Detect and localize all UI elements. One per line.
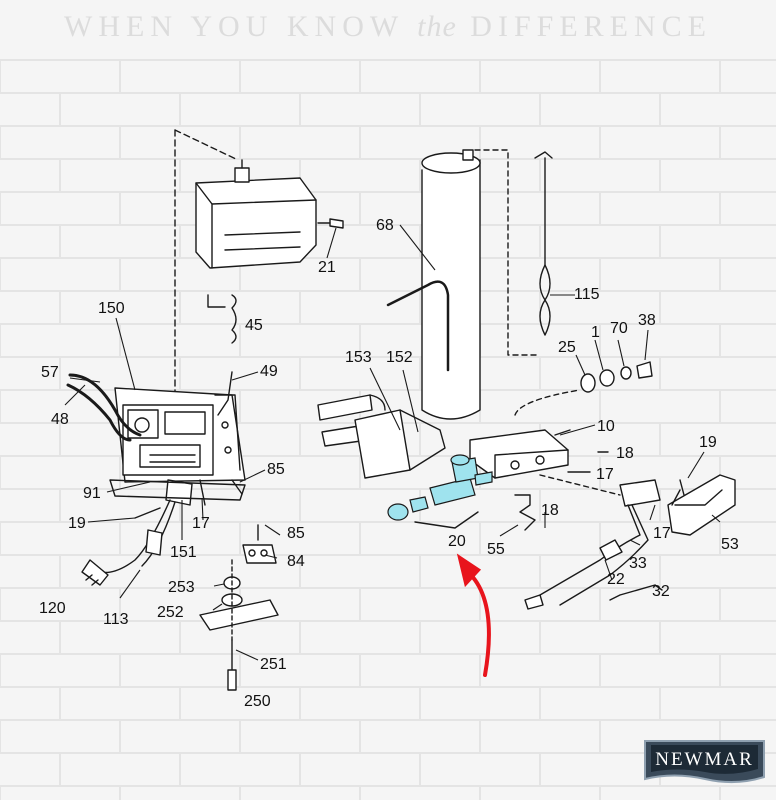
label-45: 45	[245, 317, 263, 334]
wire-57	[68, 373, 142, 437]
screw-left-19	[134, 507, 161, 519]
label-120: 120	[39, 600, 66, 617]
bolt-38	[636, 361, 653, 379]
sensor-68	[386, 280, 450, 372]
control-board-part	[114, 387, 246, 483]
label-153: 153	[345, 349, 372, 366]
label-38: 38	[638, 312, 656, 329]
label-33: 33	[629, 555, 647, 572]
screw-85-top	[231, 479, 243, 495]
label-19-left: 19	[68, 515, 86, 532]
label-70: 70	[610, 320, 628, 337]
thermocouple-part	[524, 479, 661, 610]
label-252: 252	[157, 604, 184, 621]
label-20: 20	[448, 533, 466, 550]
tagline-after: DIFFERENCE	[470, 10, 712, 43]
screw-19-right	[679, 479, 685, 496]
heat-shield-part	[667, 474, 736, 536]
tagline-the: the	[417, 10, 457, 43]
dashed-right-group	[539, 474, 621, 496]
dashed-loop-115	[474, 149, 541, 356]
washer-1	[599, 369, 615, 387]
label-85-mid: 85	[287, 525, 305, 542]
washer-70	[620, 366, 632, 380]
newmar-logo-text: NEWMAR	[655, 749, 754, 770]
anode-rod-part	[534, 151, 553, 336]
newmar-logo	[644, 740, 765, 783]
label-68: 68	[376, 217, 394, 234]
label-150: 150	[98, 300, 125, 317]
label-113: 113	[103, 611, 129, 628]
label-250: 250	[244, 693, 271, 710]
tagline-before: WHEN YOU KNOW	[64, 10, 404, 43]
label-1: 1	[591, 324, 600, 341]
highlight-arrow	[456, 553, 491, 677]
label-49: 49	[260, 363, 278, 380]
burner-bracket-part	[317, 394, 446, 479]
label-85-top: 85	[267, 461, 285, 478]
label-17-lower: 17	[653, 525, 671, 542]
burner-tube-part	[469, 429, 571, 479]
label-22: 22	[607, 571, 625, 588]
tagline: WHEN YOU KNOW the DIFFERENCE	[0, 10, 776, 44]
label-25: 25	[558, 339, 576, 356]
label-18-right: 18	[616, 445, 634, 462]
screw-left-17	[199, 479, 206, 506]
dashed-connector-cover	[174, 129, 239, 396]
label-19-right: 19	[699, 434, 717, 451]
label-57: 57	[41, 364, 59, 381]
label-55: 55	[487, 541, 505, 558]
base-bracket	[199, 599, 279, 631]
wire-48	[66, 383, 132, 442]
water-tank-part	[421, 149, 481, 420]
label-253: 253	[168, 579, 195, 596]
bolt-250	[227, 669, 237, 691]
wire-49	[217, 371, 233, 416]
bracket-45	[207, 294, 237, 344]
label-84: 84	[287, 553, 305, 570]
bracket-32	[609, 584, 663, 601]
label-21: 21	[318, 259, 336, 276]
washer-25	[580, 373, 596, 393]
label-152: 152	[386, 349, 413, 366]
cover-housing-part	[195, 159, 317, 269]
label-18-lower: 18	[541, 502, 559, 519]
gas-valve-highlight	[387, 454, 493, 521]
label-17-left: 17	[192, 515, 210, 532]
label-251: 251	[260, 656, 287, 673]
label-48: 48	[51, 411, 69, 428]
label-115: 115	[574, 286, 600, 303]
dashed-line-25	[514, 389, 581, 416]
label-151: 151	[170, 544, 197, 561]
label-32: 32	[652, 583, 670, 600]
bracket-20	[414, 511, 479, 529]
terminal-block-part	[242, 524, 277, 564]
bracket-55	[514, 494, 536, 531]
label-53: 53	[721, 536, 739, 553]
screw-part	[317, 218, 344, 229]
label-91: 91	[83, 485, 101, 502]
label-10: 10	[597, 418, 615, 435]
part-labels: 21 45 150 49 57 48 91 19 17 151 113 120 …	[39, 217, 739, 710]
label-17-right: 17	[596, 466, 614, 483]
